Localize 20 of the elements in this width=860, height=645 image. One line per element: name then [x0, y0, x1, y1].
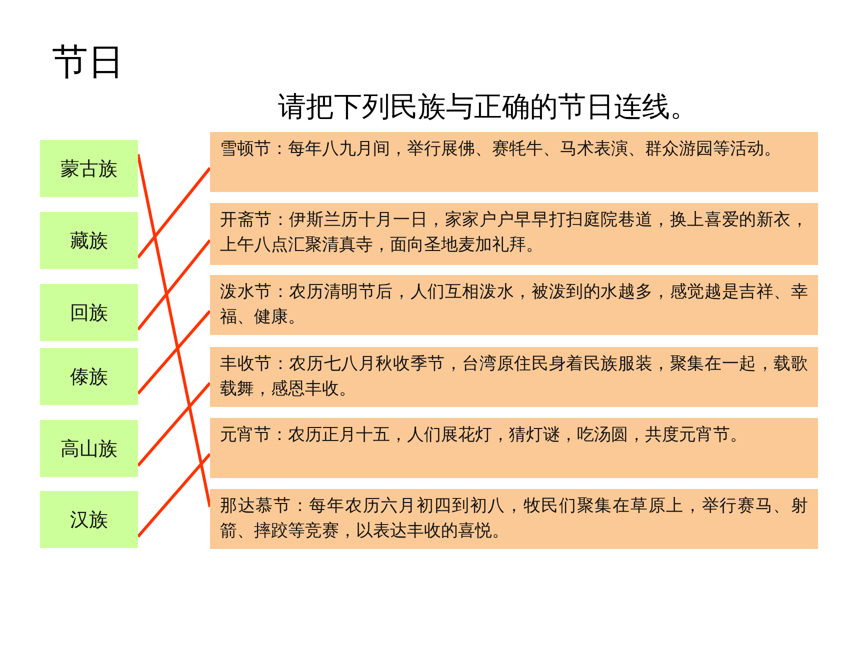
connecting-line	[136, 154, 212, 508]
ethnic-group-box: 汉族	[40, 491, 138, 548]
festival-box: 丰收节：农历七八月秋收季节，台湾原住民身着民族服装，聚集在一起，载歌载舞，感恩丰收。	[210, 347, 818, 407]
instruction-text: 请把下列民族与正确的节日连线。	[278, 89, 698, 125]
title: 节日	[52, 41, 124, 85]
connecting-line	[136, 239, 212, 331]
connecting-line	[136, 382, 212, 467]
connecting-line	[136, 453, 212, 538]
ethnic-group-box: 回族	[40, 284, 138, 341]
festival-box: 雪顿节：每年八九月间，举行展佛、赛牦牛、马术表演、群众游园等活动。	[210, 132, 818, 192]
festival-box: 泼水节：农历清明节后，人们互相泼水，被泼到的水越多，感觉越是吉祥、幸福、健康。	[210, 275, 818, 335]
ethnic-group-box: 高山族	[40, 420, 138, 477]
connecting-line	[136, 167, 212, 259]
festival-box: 元宵节：农历正月十五，人们展花灯，猜灯谜，吃汤圆，共度元宵节。	[210, 418, 818, 478]
ethnic-group-box: 傣族	[40, 348, 138, 405]
festival-box: 那达慕节：每年农历六月初四到初八，牧民们聚集在草原上，举行赛马、射箭、摔跤等竞赛，以表达丰收的喜悦。	[210, 489, 818, 549]
ethnic-group-box: 蒙古族	[40, 140, 138, 197]
connecting-line	[136, 310, 212, 395]
festival-box: 开斋节：伊斯兰历十月一日，家家户户早早打扫庭院巷道，换上喜爱的新衣，上午八点汇聚清真寺，面向圣地麦加礼拜。	[210, 203, 818, 265]
ethnic-group-box: 藏族	[40, 212, 138, 269]
